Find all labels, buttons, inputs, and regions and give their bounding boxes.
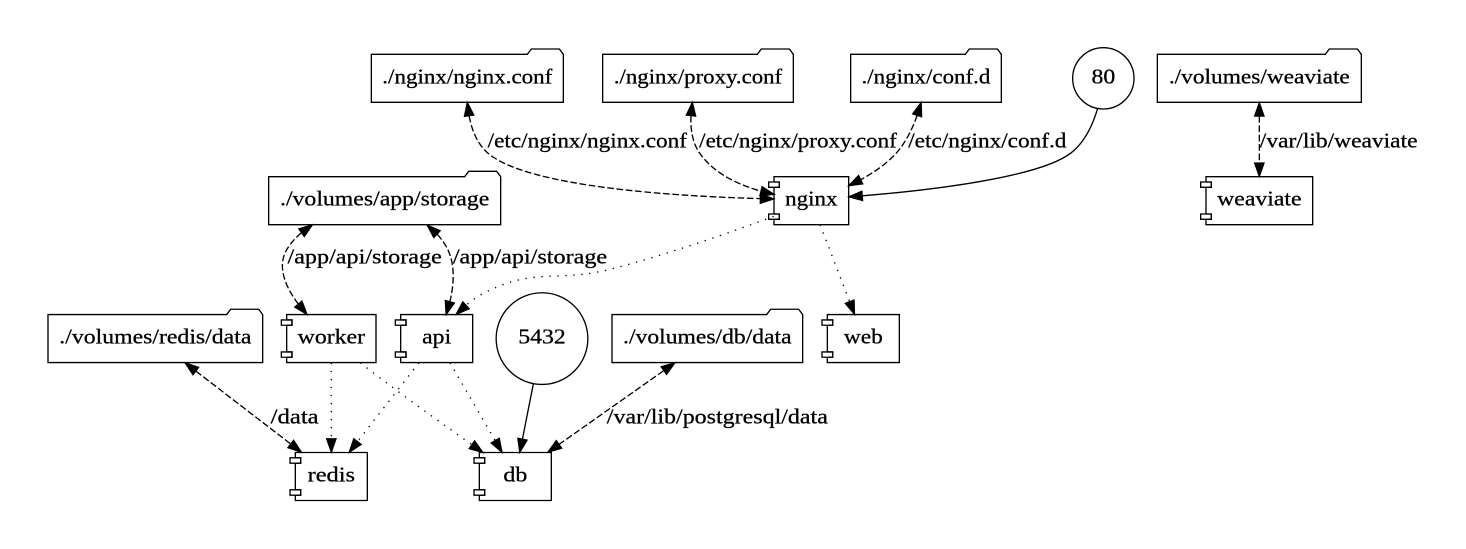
svg-text:/etc/nginx/nginx.conf: /etc/nginx/nginx.conf bbox=[488, 129, 688, 153]
svg-text:web: web bbox=[844, 325, 883, 349]
svg-text:/var/lib/weaviate: /var/lib/weaviate bbox=[1260, 129, 1418, 153]
svg-text:./volumes/weaviate: ./volumes/weaviate bbox=[1169, 64, 1350, 88]
svg-text:/data: /data bbox=[271, 404, 320, 428]
svg-text:/var/lib/postgresql/data: /var/lib/postgresql/data bbox=[607, 404, 829, 428]
svg-text:80: 80 bbox=[1091, 64, 1115, 88]
svg-text:redis: redis bbox=[308, 462, 355, 486]
svg-text:./nginx/proxy.conf: ./nginx/proxy.conf bbox=[614, 64, 783, 88]
svg-text:nginx: nginx bbox=[785, 187, 838, 211]
svg-text:./volumes/db/data: ./volumes/db/data bbox=[623, 325, 792, 349]
svg-text:db: db bbox=[503, 462, 527, 486]
svg-text:./volumes/app/storage: ./volumes/app/storage bbox=[280, 187, 489, 211]
svg-text:./nginx/nginx.conf: ./nginx/nginx.conf bbox=[382, 64, 553, 88]
svg-text:worker: worker bbox=[298, 325, 365, 349]
svg-text:weaviate: weaviate bbox=[1217, 187, 1301, 211]
svg-text:./volumes/redis/data: ./volumes/redis/data bbox=[59, 325, 252, 349]
svg-text:5432: 5432 bbox=[518, 325, 566, 349]
svg-text:/etc/nginx/proxy.conf: /etc/nginx/proxy.conf bbox=[699, 129, 898, 153]
svg-text:./nginx/conf.d: ./nginx/conf.d bbox=[862, 64, 991, 88]
svg-text:/app/api/storage: /app/api/storage bbox=[453, 245, 607, 269]
svg-text:/app/api/storage: /app/api/storage bbox=[288, 245, 442, 269]
svg-text:/etc/nginx/conf.d: /etc/nginx/conf.d bbox=[908, 129, 1067, 153]
svg-text:api: api bbox=[422, 325, 451, 349]
